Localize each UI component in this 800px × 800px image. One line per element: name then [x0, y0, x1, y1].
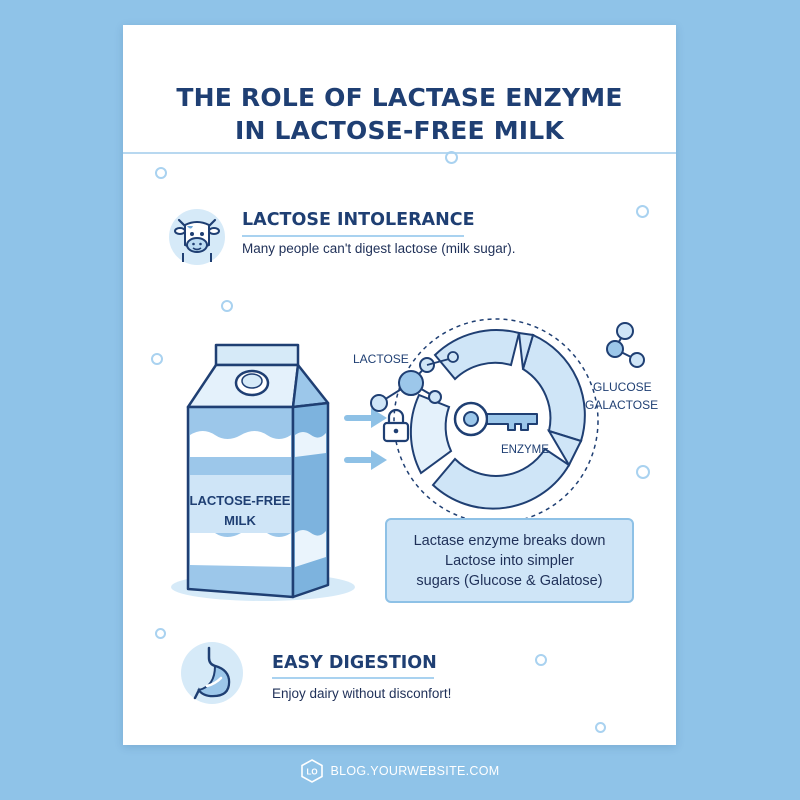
logo-text: LO: [306, 768, 317, 777]
info-box-text: Lactase enzyme breaks down Lactose into …: [413, 532, 606, 589]
info-box: Lactase enzyme breaks down Lactose into …: [385, 518, 634, 603]
lock-icon: [382, 408, 410, 443]
easy-digestion-text: Enjoy dairy without disconfort!: [272, 686, 452, 701]
section-divider: [272, 677, 434, 679]
molecule-node: [370, 394, 388, 412]
poster: THE ROLE OF LACTASE ENZYME IN LACTOSE-FR…: [123, 25, 676, 745]
lactose-intolerance-title: LACTOSE INTOLERANCE: [242, 210, 475, 230]
cow-icon: [169, 209, 225, 265]
page-title: THE ROLE OF LACTASE ENZYME IN LACTOSE-FR…: [123, 81, 676, 147]
bubble-decoration: [636, 205, 649, 218]
title-divider: [123, 152, 676, 154]
lactose-label: LACTOSE: [353, 352, 409, 366]
lactose-intolerance-text: Many people can't digest lactose (milk s…: [242, 241, 516, 256]
glucose-label: GLUCOSE: [593, 380, 652, 394]
section-divider: [242, 235, 464, 237]
bubble-decoration: [636, 465, 650, 479]
easy-digestion-title: EASY DIGESTION: [272, 653, 437, 673]
enzyme-label: ENZYME: [501, 444, 549, 456]
milk-carton-illustration: LACTOSE-FREE MILK: [171, 343, 355, 601]
footer: LO BLOG.YOURWEBSITE.COM: [0, 757, 800, 785]
arrow-icons: [344, 408, 387, 470]
enzyme-cycle-diagram: LACTOSE ENZYME GLUCOSE GALACTOSE: [353, 318, 658, 524]
molecule-node: [629, 352, 645, 368]
bubble-decoration: [445, 151, 458, 164]
bubble-decoration: [595, 722, 606, 733]
molecule-node: [398, 370, 424, 396]
bubble-decoration: [535, 654, 547, 666]
molecule-node: [606, 340, 624, 358]
logo-icon: LO: [300, 759, 323, 783]
molecule-node: [447, 351, 459, 363]
bubble-decoration: [151, 353, 163, 365]
carton-label-line-2: MILK: [224, 513, 256, 528]
stomach-icon: [181, 642, 243, 704]
title-line-1: THE ROLE OF LACTASE ENZYME: [176, 83, 623, 112]
bubble-decoration: [221, 300, 233, 312]
title-line-2: IN LACTOSE-FREE MILK: [235, 116, 564, 145]
carton-label-line-1: LACTOSE-FREE: [190, 493, 291, 508]
bubble-decoration: [155, 167, 167, 179]
molecule-node: [616, 322, 634, 340]
galactose-label: GALACTOSE: [585, 398, 658, 412]
bubble-decoration: [155, 628, 166, 639]
footer-link[interactable]: BLOG.YOURWEBSITE.COM: [330, 764, 500, 778]
molecule-node: [428, 390, 442, 404]
key-icon: [453, 401, 538, 437]
